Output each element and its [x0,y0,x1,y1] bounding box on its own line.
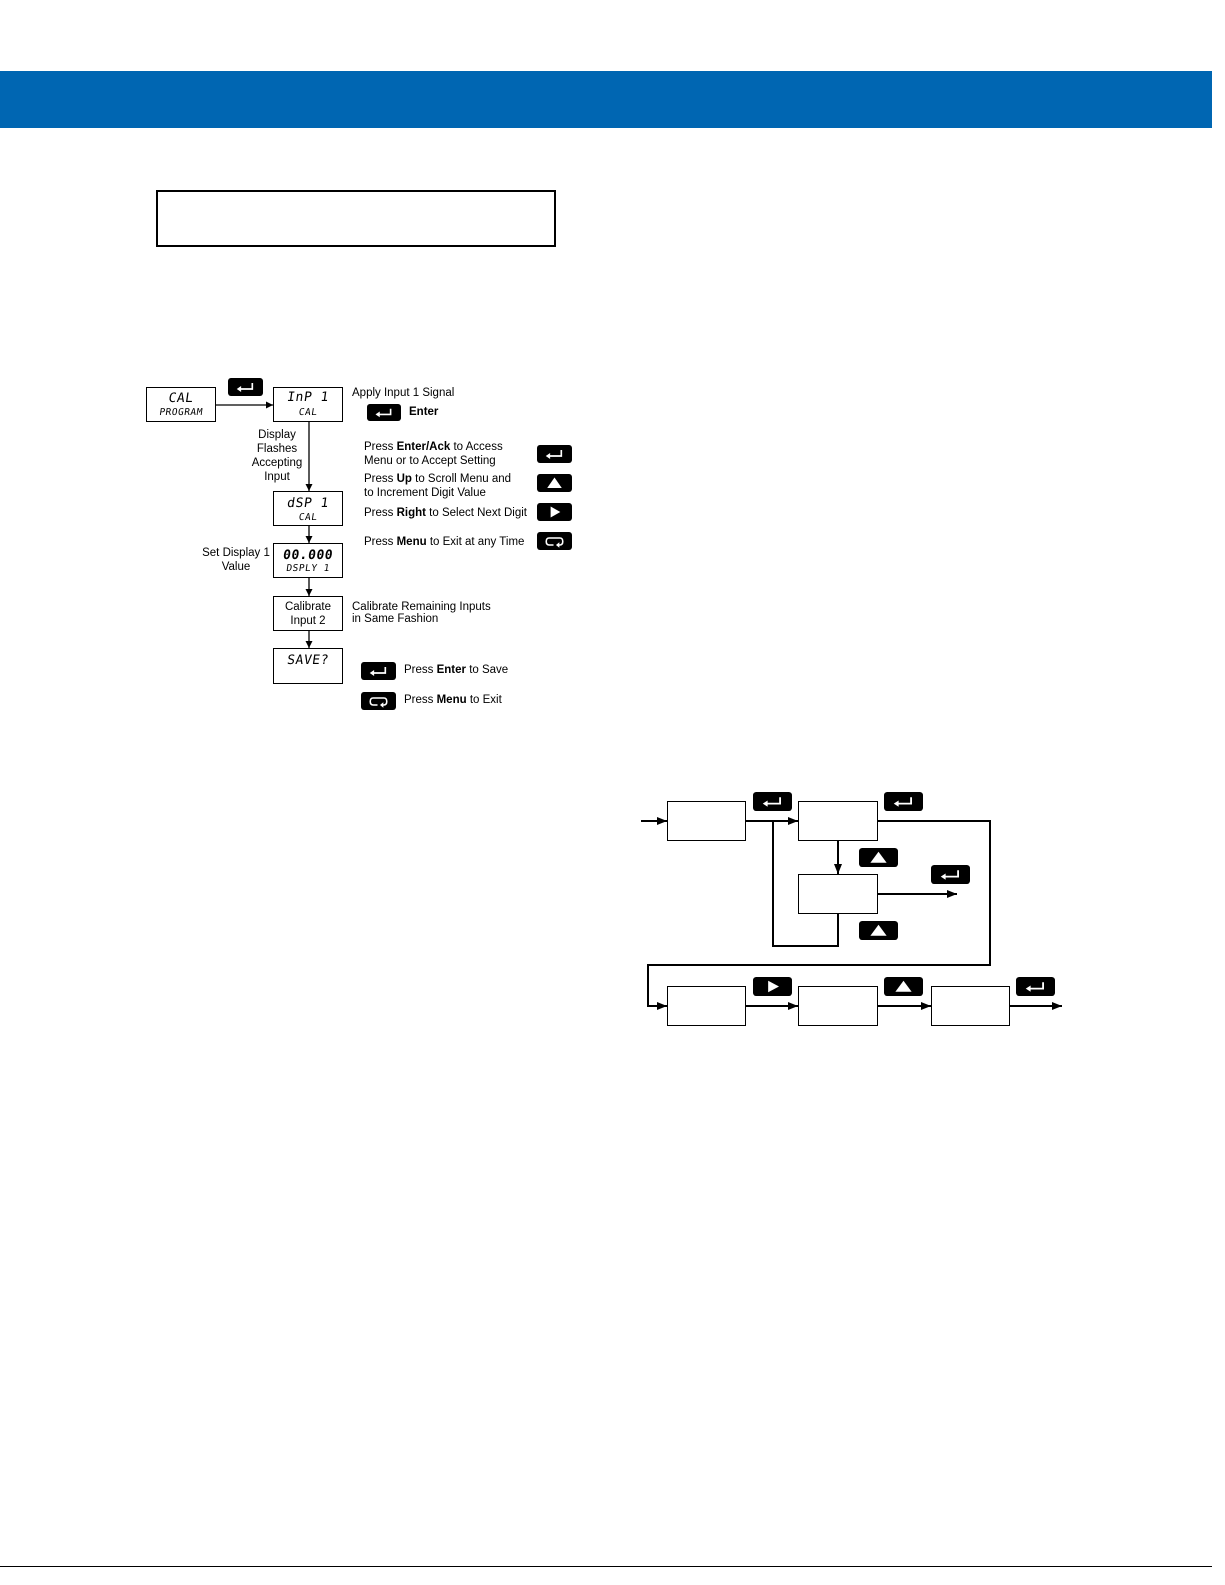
save-action-menu: Press Menu to Exit [404,694,502,706]
display-box-dsp1: dSP 1 CAL [273,491,343,526]
enter-key-icon [361,662,396,680]
display-line1: CAL [167,391,195,406]
nav-step-box [798,986,878,1026]
menu-key-icon [361,692,396,710]
nav-step-box [667,986,746,1026]
legend-up: Press Up to Scroll Menu and to Increment… [364,472,511,500]
note-line: Calibrate Remaining Inputs [352,601,491,613]
display-line1: dSP 1 [286,496,330,511]
enter-key-icon [884,792,923,811]
up-key-icon [537,474,572,492]
menu-key-icon [537,532,572,550]
legend-line: to Increment Digit Value [364,487,486,499]
nav-step-box [931,986,1010,1026]
enter-key-icon [537,445,572,463]
enter-key-icon [1016,977,1055,996]
right-key-icon [537,503,572,521]
nav-wrap-arrow [647,820,991,1010]
note-line: Value [221,561,251,573]
up-key-icon [859,921,898,940]
legend-enter-ack: Press Enter/Ack to Access Menu or to Acc… [364,440,503,468]
save-action-enter: Press Enter to Save [404,664,509,676]
calibrate-remaining-note: Calibrate Remaining Inputs in Same Fashi… [352,601,491,625]
note-line: Flashes [256,443,298,455]
calibrate-input2-box: Calibrate Input 2 [273,596,343,631]
display-line2: PROGRAM [158,407,204,418]
footer-rule [0,1566,1212,1567]
nav-step-box [798,801,878,841]
display-line2: DSPLY 1 [285,563,331,574]
up-key-icon [859,848,898,867]
display-box-dsply1: 00.000 DSPLY 1 [273,543,343,578]
display-flashes-note: Display Flashes Accepting Input [237,428,317,484]
display-line2: CAL [297,512,319,523]
enter-key-icon [753,792,792,811]
display-line1: InP 1 [286,390,330,405]
note-line: Display [258,429,296,441]
box-line1: Calibrate [284,601,332,613]
legend-menu: Press Menu to Exit at any Time [364,535,524,549]
enter-key-icon [367,404,401,421]
enter-key-icon [931,865,970,884]
note-line: Input [264,471,290,483]
legend-line: Press Right to Select Next Digit [364,507,527,519]
note-line: in Same Fashion [352,613,439,625]
legend-line: Press Up to Scroll Menu and [364,473,512,485]
header-bar [0,71,1212,128]
set-display-note: Set Display 1 Value [192,546,280,574]
box-line2: Input 2 [290,615,326,627]
legend-right: Press Right to Select Next Digit [364,506,527,520]
display-box-save: SAVE? [273,648,343,684]
display-line1: SAVE? [286,652,330,668]
up-key-icon [884,977,923,996]
display-line1: 00.000 [281,548,335,563]
enter-label: Enter [409,406,439,418]
nav-loop-line [772,821,839,947]
nav-step-box [798,874,878,914]
legend-line: Press Enter/Ack to Access [364,441,503,453]
enter-key-icon [228,378,263,396]
legend-line: Press Menu to Exit at any Time [364,536,525,548]
section-title-box [156,190,556,247]
right-key-icon [753,977,792,996]
note-line: Set Display 1 [202,547,270,559]
display-line2: CAL [297,407,319,418]
display-box-cal-program: CAL PROGRAM [146,387,216,422]
note-line: Accepting [251,457,303,469]
nav-step-box [667,801,746,841]
legend-line: Menu or to Accept Setting [364,455,496,467]
apply-signal-note: Apply Input 1 Signal [352,387,455,399]
display-box-inp1: InP 1 CAL [273,387,343,422]
